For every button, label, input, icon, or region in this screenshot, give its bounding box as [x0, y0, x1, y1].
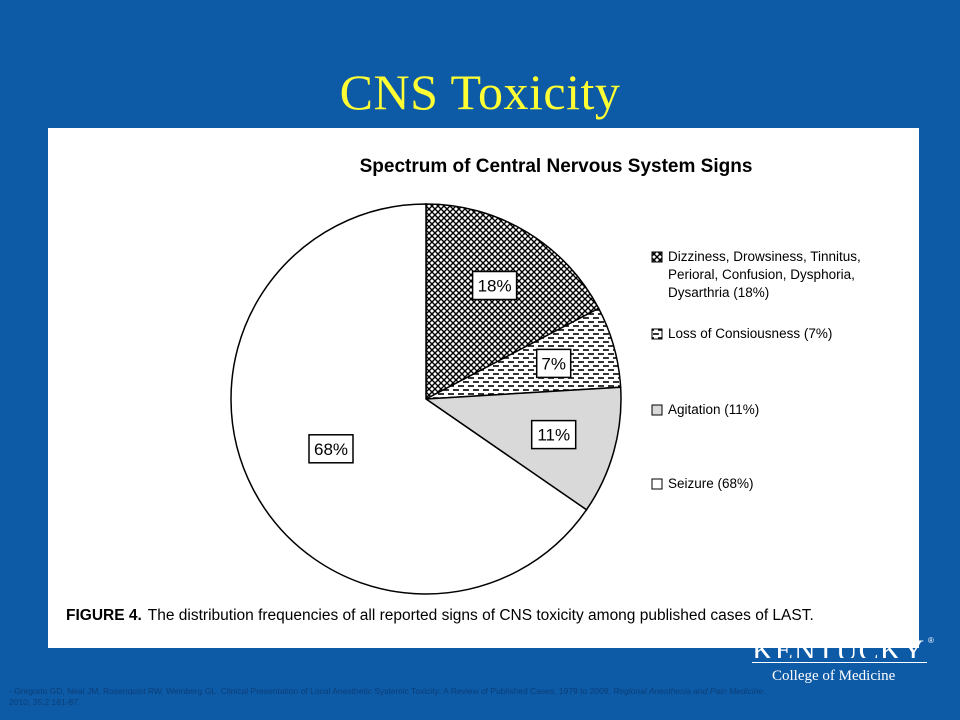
chart-title: Spectrum of Central Nervous System Signs — [360, 156, 753, 177]
logo-registered-mark: ® — [928, 636, 934, 645]
logo-subtitle: College of Medicine — [772, 668, 896, 684]
slice-label-box-2 — [530, 419, 577, 450]
pie-slices — [230, 203, 622, 595]
slice-label-0: 18% — [478, 277, 512, 296]
pie-slice-2 — [423, 386, 622, 511]
figure-panel: Spectrum of Central Nervous System Signs… — [48, 128, 919, 648]
pie-slice-0 — [425, 203, 600, 401]
legend-label-3: Seizure (68%) — [668, 476, 754, 491]
slice-label-box-3 — [308, 434, 354, 464]
legend-swatch-3 — [651, 478, 663, 490]
legend-swatch-1 — [651, 328, 663, 340]
logo-divider — [752, 662, 927, 663]
kentucky-logo: KENTUCKY ® College of Medicine — [752, 636, 942, 696]
slice-label-box-1 — [535, 348, 572, 379]
legend-swatch-0 — [651, 251, 663, 263]
citation: - Gregorio GD, Neal JM, Rosenquist RW, W… — [9, 686, 769, 708]
logo-wordmark: KENTUCKY — [752, 636, 925, 658]
legend-label-1: Loss of Consiousness (7%) — [668, 326, 832, 341]
slice-label-2: 11% — [537, 426, 570, 445]
slice-label-3: 68% — [314, 440, 348, 459]
figure-caption-label: FIGURE 4. — [66, 607, 142, 624]
slide-title: CNS Toxicity — [339, 64, 621, 120]
slice-labels: 18% 7% 11% 68% — [308, 270, 577, 464]
citation-text: - Gregorio GD, Neal JM, Rosenquist RW, W… — [9, 686, 614, 696]
legend-label-2: Agitation (11%) — [668, 402, 759, 417]
figure-caption-text: The distribution frequencies of all repo… — [148, 607, 814, 624]
citation-details: . 2010; 35:2 181-87. — [9, 686, 766, 707]
figure-caption: FIGURE 4. The distribution frequencies of… — [66, 607, 814, 624]
legend: Dizziness, Drowsiness, Tinnitus,Perioral… — [651, 249, 861, 491]
pie-chart: Spectrum of Central Nervous System Signs… — [66, 156, 861, 624]
slice-label-box-0 — [471, 270, 518, 301]
legend-swatch-2 — [651, 404, 663, 416]
legend-label-0: Dizziness, Drowsiness, Tinnitus,Perioral… — [668, 249, 861, 300]
citation-journal: Regional Anesthesia and Pain Medicine — [613, 686, 764, 696]
slice-label-1: 7% — [541, 354, 566, 373]
pie-slice-3 — [230, 203, 588, 595]
